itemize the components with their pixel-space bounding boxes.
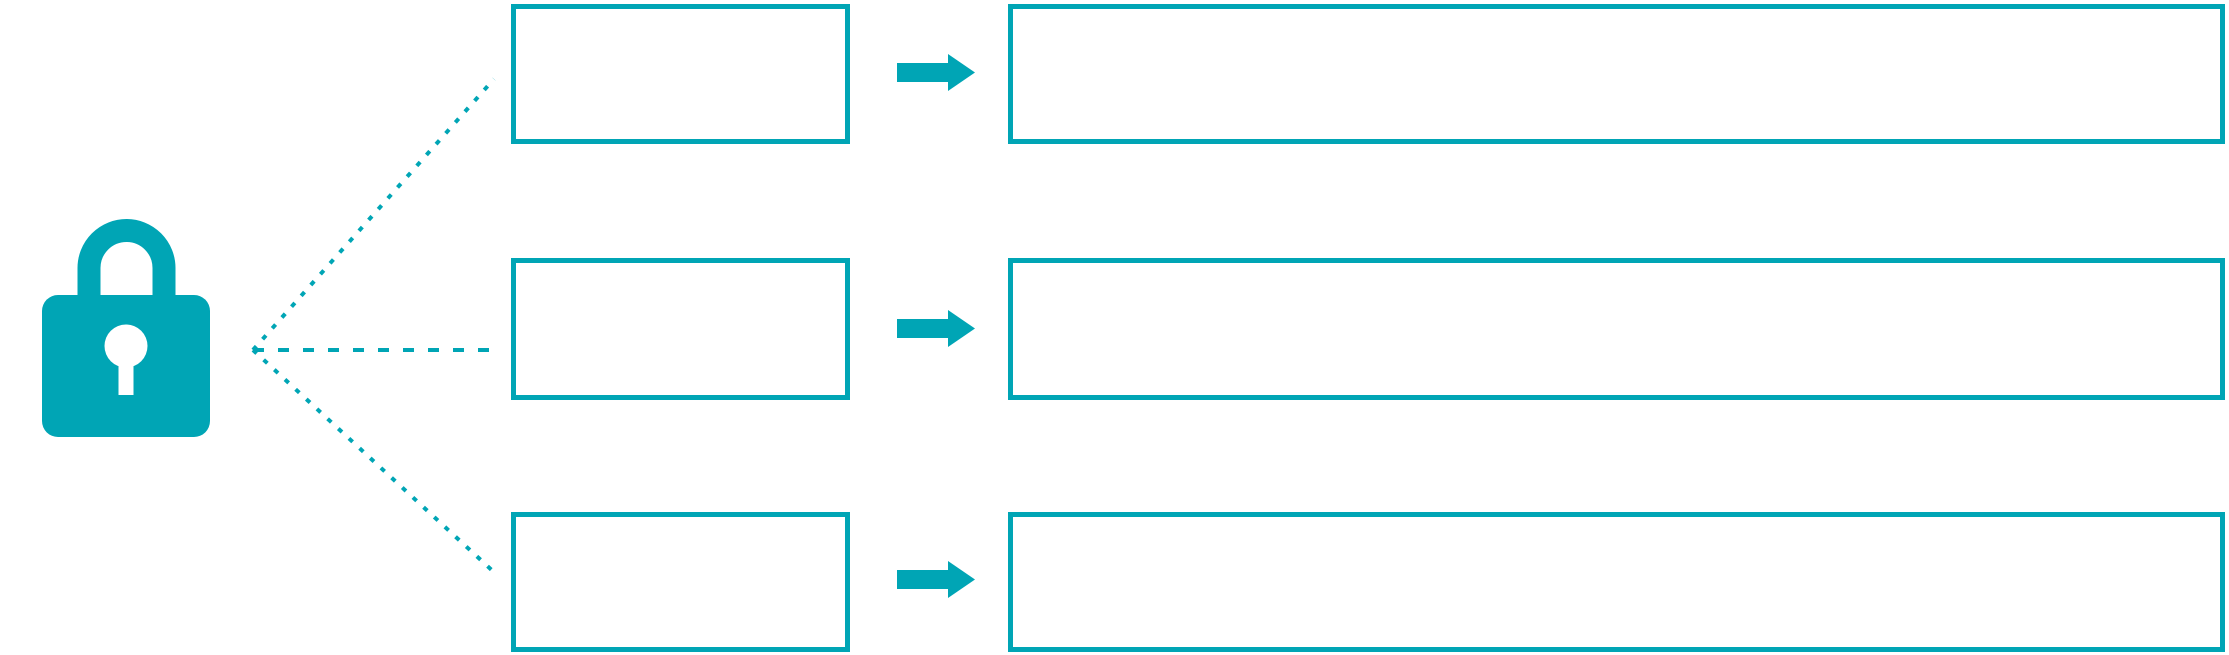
source-box-2 [511,258,850,400]
arrow-right-icon [897,561,976,599]
source-box-3 [511,512,850,652]
target-box-3 [1008,512,2225,652]
source-box-1 [511,4,850,144]
arrow-right-icon [897,54,976,92]
lock-icon-svg [42,219,210,437]
target-box-1 [1008,4,2225,144]
target-box-2 [1008,258,2225,400]
arrow-right-icon [897,310,976,348]
dotted-connector-bottom [251,348,498,576]
lock-icon [40,214,215,440]
dotted-connector-top [251,77,496,352]
